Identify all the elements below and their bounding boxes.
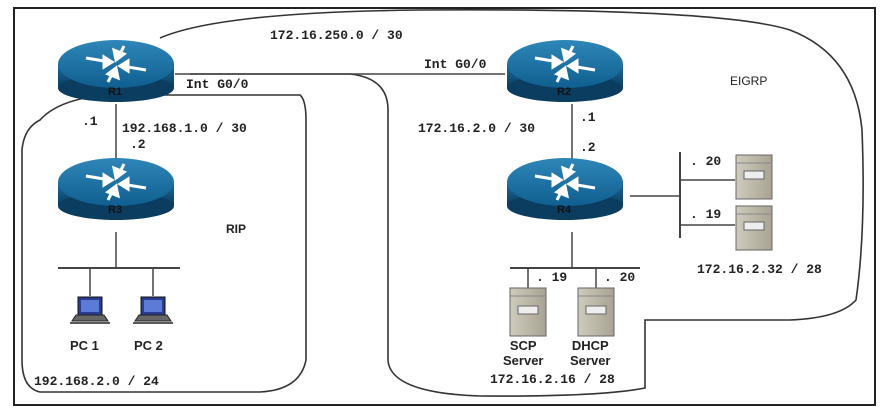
pc1-icon[interactable] [70, 296, 110, 324]
right-server-bottom-icon[interactable] [735, 205, 773, 251]
scp-server-icon[interactable] [509, 287, 547, 337]
router-r2-icon[interactable] [507, 40, 623, 102]
dhcp-server-icon[interactable] [577, 287, 615, 337]
rip-area-boundary [21, 94, 307, 393]
r1-r2-subnet-label: 172.16.250.0 / 30 [270, 28, 403, 43]
router-r4-icon[interactable] [507, 158, 623, 220]
dhcp-server-label: DHCP Server [570, 338, 611, 368]
r2-host-label: .1 [580, 110, 596, 125]
server-lan-right-label: 172.16.2.32 / 28 [697, 262, 822, 277]
pc2-icon[interactable] [133, 296, 173, 324]
right-server-top-host-label: . 20 [690, 154, 722, 169]
router-r3-icon[interactable] [58, 158, 174, 220]
dhcp-host-label: . 20 [604, 270, 636, 285]
r2-r4-subnet-label: 172.16.2.0 / 30 [418, 121, 536, 136]
router-r1-icon[interactable] [58, 40, 174, 102]
scp-server-label: SCP Server [503, 338, 544, 368]
diagram-frame [13, 7, 876, 406]
pc2-label: PC 2 [134, 338, 163, 353]
router-r2-label: R2 [557, 86, 572, 98]
rip-area-label: RIP [226, 222, 247, 236]
server-lan-bottom-label: 172.16.2.16 / 28 [490, 372, 615, 387]
r1-interface-label: Int G0/0 [186, 77, 249, 92]
r2-interface-label: Int G0/0 [424, 57, 487, 72]
router-r3-label: R3 [108, 204, 123, 216]
scp-host-label: . 19 [536, 270, 568, 285]
r3-host-label: .2 [130, 137, 146, 152]
right-server-top-icon[interactable] [735, 154, 773, 200]
pc1-label: PC 1 [70, 338, 99, 353]
r4-host-label: .2 [580, 140, 596, 155]
router-r4-label: R4 [557, 204, 572, 216]
r1-r3-subnet-label: 192.168.1.0 / 30 [122, 121, 247, 136]
router-r1-label: R1 [108, 86, 123, 98]
eigrp-area-label: EIGRP [730, 74, 768, 88]
right-server-bottom-host-label: . 19 [690, 207, 722, 222]
eigrp-area-boundary [159, 9, 864, 397]
pc-lan-label: 192.168.2.0 / 24 [34, 374, 159, 389]
r1-host-label: .1 [82, 114, 98, 129]
